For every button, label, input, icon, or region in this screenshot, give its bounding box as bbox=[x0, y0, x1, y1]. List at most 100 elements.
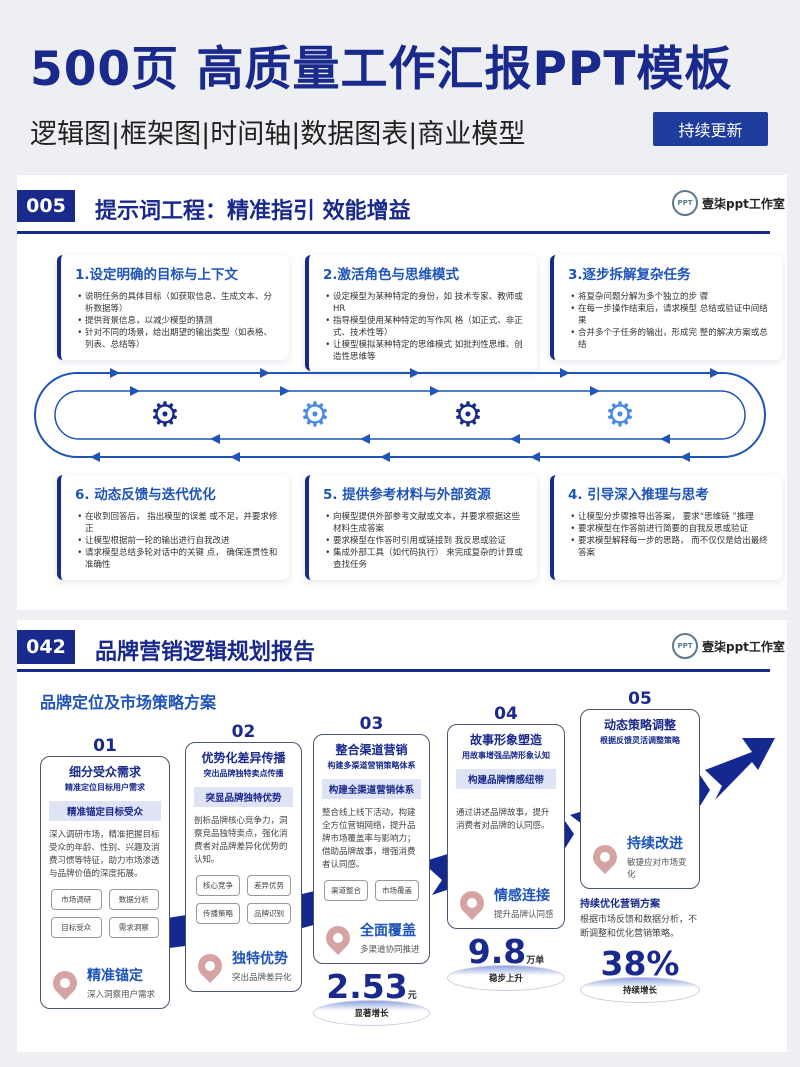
milestone: 独特优势突出品牌差异化 bbox=[192, 938, 295, 983]
stage-card: 优势化差异传播突出品牌独特卖点传播突显品牌独特优势剖析品牌核心竞争力，洞察竞品独… bbox=[185, 742, 302, 992]
step-item: 在每一步操作结束后，请求模型 总结或验证中间结果 bbox=[578, 303, 772, 327]
stage-number: 04 bbox=[494, 704, 518, 724]
stage-tag-chip: 传播策略 bbox=[196, 903, 240, 924]
stage-title: 故事形象塑造 bbox=[469, 733, 542, 747]
stage-title: 动态策略调整 bbox=[603, 718, 676, 732]
stat-badge: 38%持续增长 bbox=[580, 947, 700, 1003]
stage-number: 02 bbox=[231, 722, 256, 742]
stage-number: 03 bbox=[359, 714, 384, 734]
location-pin-icon bbox=[193, 948, 227, 983]
gear-icon: ⚙ bbox=[452, 395, 484, 435]
step-card: 4. 引导深入推理与思考让模型分步骤推导出答案， 要求“思维链 ”推理要求模型在… bbox=[550, 475, 782, 580]
stat-label: 持续增长 bbox=[580, 977, 700, 1003]
milestone: 情感连接提升品牌认同感 bbox=[454, 875, 558, 920]
step-item: 让模型根据前一轮的输出进行自我改进 bbox=[85, 535, 279, 547]
step-item: 要求模型在作答前进行简要的自我反思或验证 bbox=[578, 523, 772, 535]
stage-highlight: 构建品牌情感纽带 bbox=[456, 769, 556, 789]
stage-description: 深入调研市场，精准把握目标受众的年龄、性别、兴趣及消费习惯等特征，助力市场渗透与… bbox=[49, 830, 160, 879]
stage-tag-chip: 市场覆盖 bbox=[375, 880, 419, 901]
step-item: 向模型提供外部参考文献或文本，并要求根据这些材料生成答案 bbox=[333, 511, 527, 535]
stage-card: 整合渠道营销构建多渠道营销策略体系构建全渠道营销体系整合线上线下活动，构建全方位… bbox=[313, 734, 430, 964]
stage-highlight: 突显品牌独特优势 bbox=[194, 787, 293, 807]
step-card: 1.设定明确的目标与上下文说明任务的具体目标（如获取信息、生成文本、分析数据等）… bbox=[57, 255, 289, 360]
step-card: 5. 提供参考材料与外部资源向模型提供外部参考文献或文本，并要求根据这些材料生成… bbox=[305, 475, 537, 580]
step-item: 说明任务的具体目标（如获取信息、生成文本、分析数据等） bbox=[85, 291, 279, 315]
location-pin-icon bbox=[321, 920, 355, 955]
stage-subtitle: 根据反馈灵活调整策略 bbox=[600, 736, 680, 745]
logo-text: 壹柒ppt工作室 bbox=[702, 639, 785, 654]
update-button[interactable]: 持续更新 bbox=[653, 112, 768, 146]
section-title: 提示词工程：精准指引 效能增益 bbox=[95, 199, 411, 224]
stage-highlight: 构建全渠道营销体系 bbox=[322, 779, 421, 799]
extra-title: 持续优化营销方案 bbox=[580, 899, 660, 910]
milestone-subtitle: 敏捷应对市场变化 bbox=[627, 858, 687, 880]
step-card: 6. 动态反馈与迭代优化在收到回答后， 指出模型的误差 或不足，并要求修正让模型… bbox=[57, 475, 289, 580]
step-title: 6. 动态反馈与迭代优化 bbox=[75, 487, 216, 503]
stage-tag-chip: 品牌识别 bbox=[247, 903, 291, 924]
location-pin-icon bbox=[455, 885, 489, 920]
stat-unit: 万单 bbox=[526, 956, 545, 966]
section-subtitle: 品牌定位及市场策略方案 bbox=[40, 693, 217, 712]
stage-tag-chip: 目标受众 bbox=[51, 917, 102, 938]
step-item: 针对不同的场景，给出期望的输出类型（如表格、列表、总结等） bbox=[85, 327, 279, 351]
divider bbox=[17, 231, 770, 234]
step-item: 让模型模拟某种特定的思维模式 如批判性思维、创造性思维等 bbox=[333, 339, 527, 363]
stage-title: 细分受众需求 bbox=[68, 765, 141, 779]
step-title: 2.激活角色与思维模式 bbox=[323, 267, 460, 283]
extra-description: 根据市场反馈和数据分析，不断调整和优化营销策略。 bbox=[580, 915, 698, 939]
logo-text: 壹柒ppt工作室 bbox=[702, 196, 785, 211]
stage-description: 通过讲述品牌故事，提升消费者对品牌的认同感。 bbox=[456, 808, 550, 831]
step-item: 合并多个子任务的输出，形成完 整的解决方案或总结 bbox=[578, 327, 772, 351]
stat-unit: 元 bbox=[407, 991, 417, 1001]
stage-tag-chip: 渠道整合 bbox=[324, 880, 368, 901]
step-card: 3.逐步拆解复杂任务将复杂问题分解为多个独立的步 骤在每一步操作结束后，请求模型… bbox=[550, 255, 782, 360]
step-item: 提供背景信息，以减少模型的猜测 bbox=[85, 315, 279, 327]
stat-badge: 2.53元显著增长 bbox=[313, 970, 430, 1026]
track-inner bbox=[54, 390, 746, 440]
milestone-title: 全面覆盖 bbox=[360, 923, 416, 939]
step-item: 在收到回答后， 指出模型的误差 或不足，并要求修正 bbox=[85, 511, 279, 535]
stage-description: 整合线上线下活动，构建全方位营销网络，提升品牌市场覆盖率与影响力；借助品牌故事，… bbox=[322, 808, 416, 870]
stage-number: 01 bbox=[93, 736, 117, 756]
milestone-title: 独特优势 bbox=[232, 951, 288, 967]
stage-card: 故事形象塑造用故事增强品牌形象认知构建品牌情感纽带通过讲述品牌故事，提升消费者对… bbox=[447, 724, 565, 929]
stage-tag-chip: 需求洞察 bbox=[108, 917, 159, 938]
section-tag: 005 bbox=[17, 190, 75, 222]
stage-number: 05 bbox=[628, 689, 652, 709]
stage-tag-chip: 数据分析 bbox=[108, 889, 159, 910]
divider bbox=[17, 669, 770, 672]
stage-card: 动态策略调整根据反馈灵活调整策略持续改进敏捷应对市场变化 bbox=[580, 709, 700, 889]
milestone: 持续改进敏捷应对市场变化 bbox=[587, 823, 693, 880]
section-tag: 042 bbox=[17, 630, 75, 664]
track-arrows bbox=[90, 368, 720, 462]
milestone-subtitle: 多渠道协同推进 bbox=[360, 945, 420, 955]
stage-extra: 持续优化营销方案根据市场反馈和数据分析，不断调整和优化营销策略。 bbox=[580, 895, 700, 941]
stat-value: 38% bbox=[600, 944, 680, 983]
stage-title: 优势化差异传播 bbox=[201, 751, 286, 765]
location-pin-icon bbox=[588, 839, 622, 874]
stage-description: 剖析品牌核心竞争力，洞察竞品独特卖点，强化消费者对品牌差异化优势的认知。 bbox=[194, 816, 288, 865]
stage-card: 细分受众需求精准定位目标用户需求精准锚定目标受众深入调研市场，精准把握目标受众的… bbox=[40, 756, 170, 1009]
track-oval bbox=[34, 372, 766, 458]
milestone-title: 情感连接 bbox=[494, 888, 550, 904]
milestone-subtitle: 突出品牌差异化 bbox=[232, 973, 292, 983]
step-item: 让模型分步骤推导出答案， 要求“思维链 ”推理 bbox=[578, 511, 772, 523]
stage-subtitle: 构建多渠道营销策略体系 bbox=[327, 761, 416, 770]
stage-subtitle: 用故事增强品牌形象认知 bbox=[462, 751, 550, 760]
page-title: 500页 高质量工作汇报PPT模板 bbox=[30, 42, 733, 97]
step-card: 2.激活角色与思维模式设定模型为某种特定的身份，如 技术专家、教师或HR指导模型… bbox=[305, 255, 537, 371]
stat-badge: 9.8万单稳步上升 bbox=[447, 935, 565, 991]
stat-value: 2.53 bbox=[326, 967, 408, 1006]
stage-tag-chip: 差异优势 bbox=[247, 875, 291, 896]
location-pin-icon bbox=[48, 965, 82, 1000]
gear-icon: ⚙ bbox=[604, 395, 636, 435]
milestone-subtitle: 深入洞察用户需求 bbox=[87, 990, 156, 1000]
stat-label: 稳步上升 bbox=[447, 965, 565, 991]
